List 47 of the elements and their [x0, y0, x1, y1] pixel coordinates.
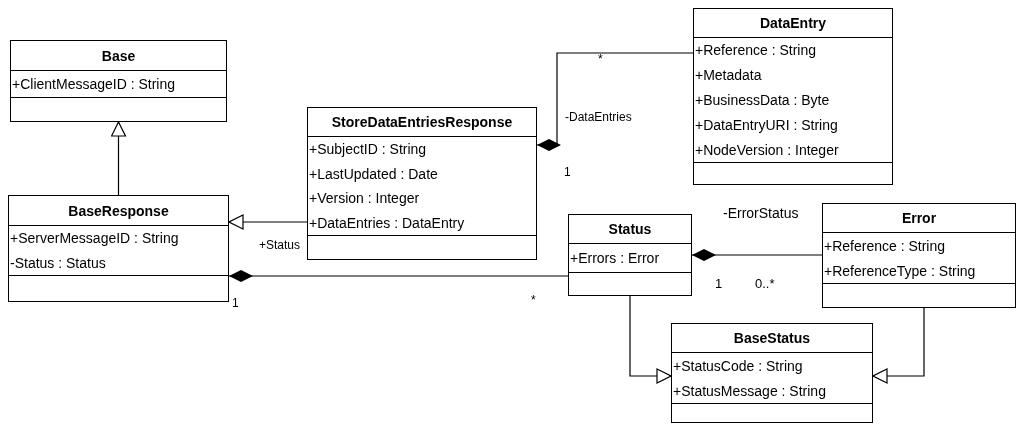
class-name: StoreDataEntriesResponse — [331, 114, 513, 130]
attribute-text: +ClientMessageID : String — [11, 76, 177, 92]
multiplicity-label: * — [598, 52, 603, 66]
attribute-text: +StatusMessage : String — [672, 382, 827, 399]
class-name: DataEntry — [759, 15, 827, 31]
attribute-text: +SubjectID : String — [308, 141, 428, 158]
class-name: BaseStatus — [733, 330, 811, 346]
multiplicity-label: 0..* — [755, 276, 775, 291]
multiplicity-label: 1 — [564, 165, 571, 179]
attribute-text: +LastUpdated : Date — [308, 165, 439, 182]
attribute-text: +Version : Integer — [308, 190, 421, 207]
class-box — [307, 107, 537, 260]
class-name: BaseResponse — [68, 202, 169, 219]
attribute-text: +BusinessData : Byte — [694, 92, 831, 108]
attribute-text: +Reference : String — [694, 42, 817, 59]
multiplicity-label: * — [531, 293, 536, 307]
attribute-text: +ReferenceType : String — [823, 262, 977, 279]
attribute-text: +ServerMessageID : String — [9, 230, 180, 247]
attribute-text: +DataEntryURI : String — [694, 116, 839, 133]
attribute-text: +StatusCode : String — [672, 357, 804, 374]
attribute-text: +NodeVersion : Integer — [694, 141, 840, 158]
class-box — [568, 214, 692, 296]
class-box — [10, 40, 227, 122]
generalization-arrow — [228, 214, 308, 230]
class-name: Error — [901, 210, 937, 226]
attribute-text: +DataEntries : DataEntry — [308, 214, 466, 231]
role-label: -ErrorStatus — [723, 205, 799, 221]
class-box — [693, 8, 893, 185]
multiplicity-label: 1 — [715, 276, 723, 291]
role-label: -DataEntries — [565, 110, 632, 124]
role-label: +Status — [259, 238, 301, 252]
class-box — [822, 203, 1016, 308]
generalization-arrow — [629, 295, 672, 384]
class-name: Base — [101, 47, 136, 64]
generalization-arrow — [110, 121, 127, 196]
class-box — [8, 195, 229, 302]
attribute-text: +Metadata — [694, 67, 763, 84]
composition-line — [536, 52, 694, 151]
attribute-text: +Reference : String — [823, 237, 946, 254]
composition-line — [691, 249, 823, 261]
class-box — [671, 323, 873, 423]
composition-line — [228, 270, 569, 282]
generalization-arrow — [872, 307, 925, 384]
attribute-text: -Status : Status — [9, 254, 107, 271]
class-name: Status — [608, 221, 652, 237]
attribute-text: +Errors : Error — [569, 250, 661, 266]
multiplicity-label: 1 — [232, 296, 239, 310]
